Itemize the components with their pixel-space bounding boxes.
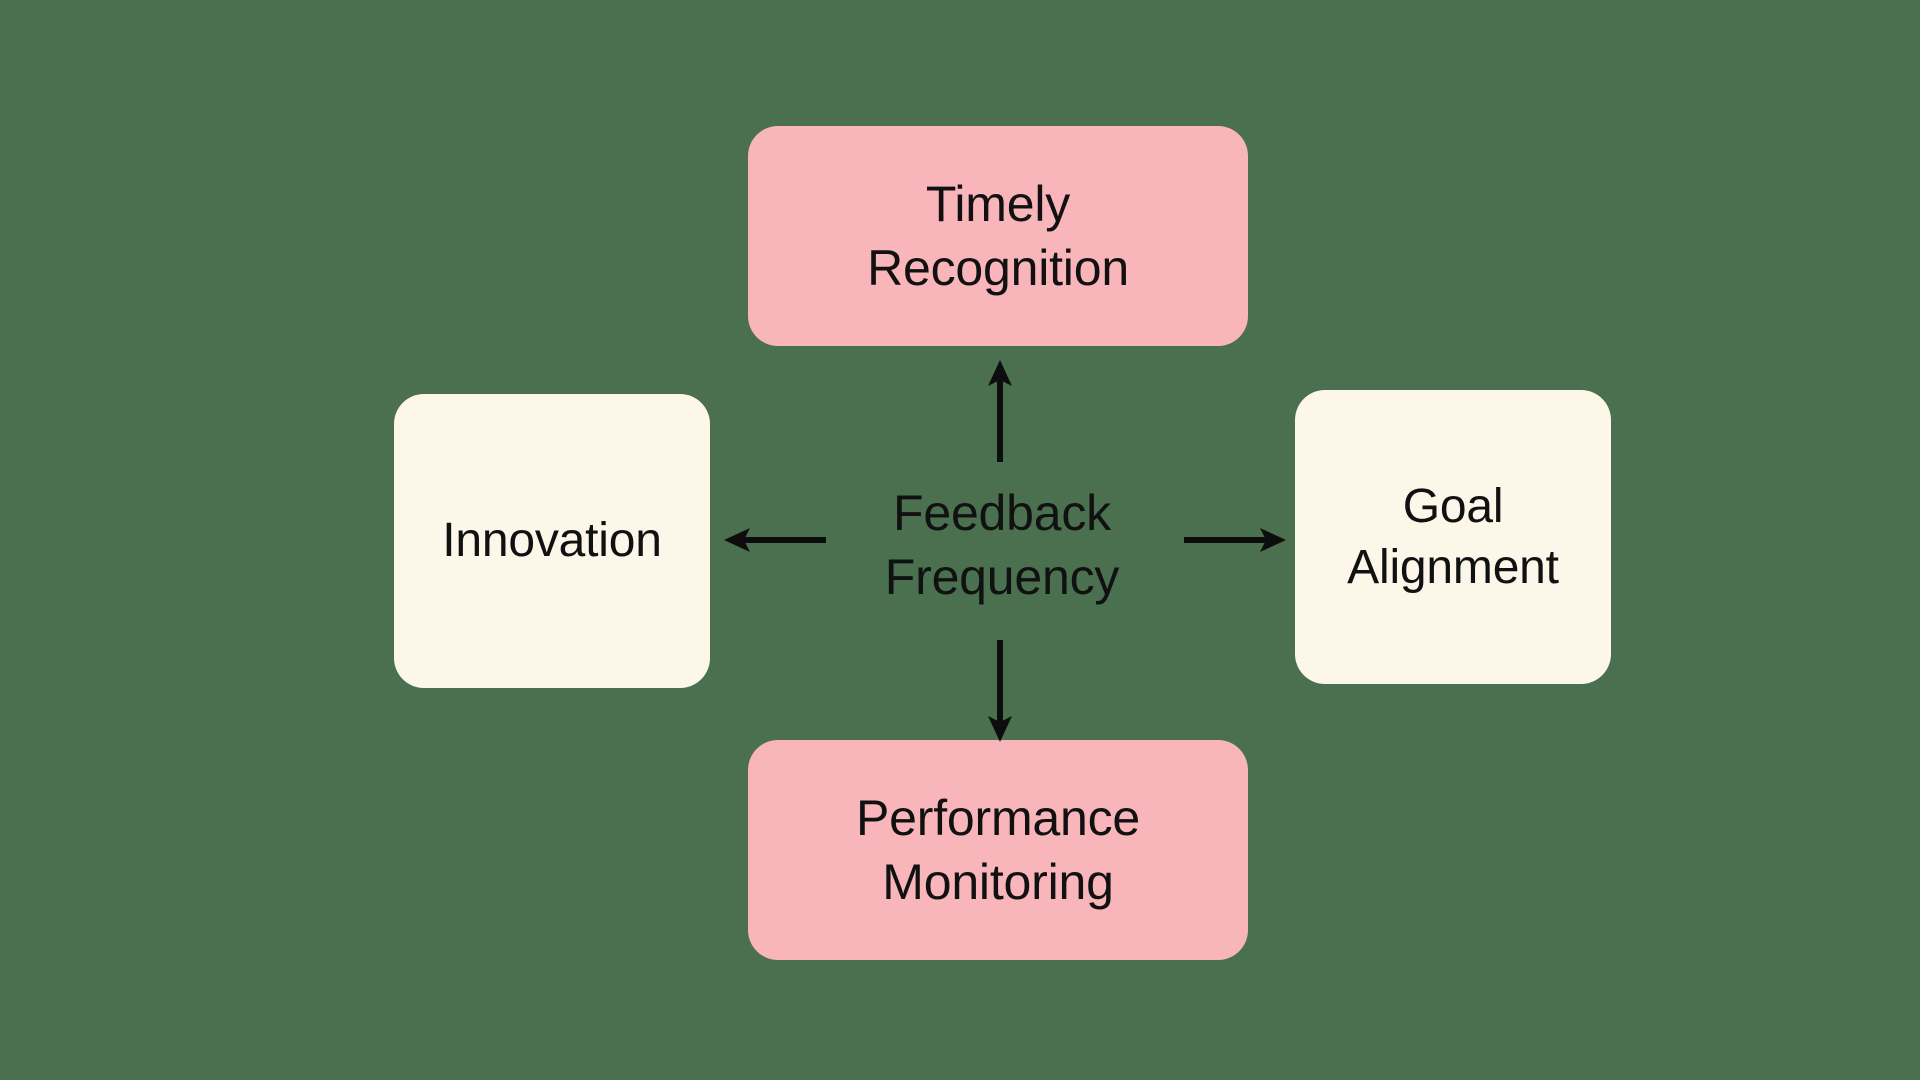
arrow-left-icon [724, 528, 826, 552]
node-feedback-frequency-line1: Feedback [893, 485, 1111, 541]
node-performance-monitoring-line1: Performance [855, 790, 1141, 846]
node-timely-recognition-line1: Timely [925, 176, 1071, 232]
arrow-up-icon [988, 360, 1012, 462]
node-goal-alignment-line2: Alignment [1347, 541, 1559, 594]
arrow-down-icon [988, 640, 1012, 742]
node-innovation-label: Innovation [442, 514, 662, 568]
node-timely-recognition-line2: Recognition [867, 240, 1129, 296]
node-innovation[interactable]: Innovation [394, 394, 710, 688]
node-performance-monitoring-line2: Monitoring [882, 854, 1114, 910]
node-feedback-frequency-line2: Frequency [884, 549, 1120, 605]
arrow-right-icon [1184, 528, 1286, 552]
node-goal-alignment-line1: Goal [1402, 479, 1504, 533]
